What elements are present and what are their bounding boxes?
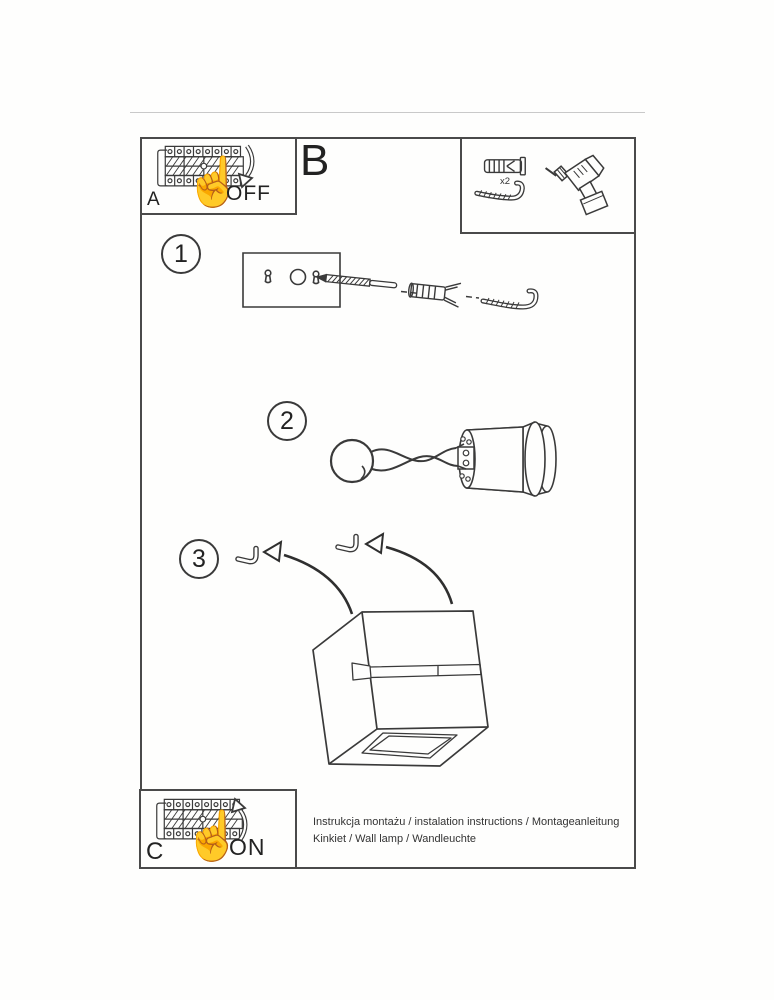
step-2-badge: 2: [267, 401, 307, 441]
circuit-breaker-icon: [154, 143, 248, 193]
breaker-backplate: [158, 150, 167, 186]
circuit-breaker-icon: [153, 796, 247, 846]
step-3-number: 3: [192, 544, 206, 573]
drill-bit-icon: [317, 274, 397, 289]
page-divider-rule: [130, 112, 645, 113]
cable-hole: [291, 270, 306, 285]
off-label: OFF: [226, 182, 271, 205]
hook-screw-icon: [477, 183, 523, 200]
curved-arrow-up-icon: [231, 798, 253, 842]
keyhole-slot: [265, 270, 271, 282]
wall-plug-icon: [485, 157, 526, 174]
bottom-opening-inner: [370, 736, 451, 754]
mounting-groove: [370, 665, 481, 678]
wall-plug-icon: [408, 278, 461, 307]
panel-power-on-box: ☝ ON C: [139, 789, 297, 869]
step-2-number: 2: [280, 406, 294, 435]
on-label: ON: [229, 834, 266, 860]
curved-arrow-down-icon: [238, 144, 260, 188]
instruction-frame: [140, 137, 636, 869]
step-1-number: 1: [174, 239, 188, 268]
panel-a-letter: A: [147, 189, 160, 210]
step-3-badge: 3: [179, 539, 219, 579]
curved-arrow-icon: [366, 534, 452, 604]
hook-screw-icon: [483, 291, 536, 309]
step-1-badge: 1: [161, 234, 201, 274]
footer-caption: Instrukcja montażu / instalation instruc…: [313, 814, 628, 848]
mounting-groove-tab: [352, 663, 371, 680]
wire-loop-icon: [331, 440, 373, 482]
quantity-label: x2: [500, 176, 511, 187]
curved-arrow-icon: [264, 542, 352, 614]
wall-hook-icon: [238, 549, 256, 562]
step-1-illustration: [240, 250, 560, 320]
wires: [371, 444, 466, 471]
panel-power-off-box: ☝ OFF A: [140, 137, 297, 215]
dashed-guide-line: [466, 297, 479, 299]
tools-kit-illustration: [462, 139, 634, 232]
section-b-letter: B: [300, 136, 330, 185]
pointing-hand-icon: ☝: [183, 810, 243, 863]
footer-line-1: Instrukcja montażu / instalation instruc…: [313, 816, 620, 828]
lamp-socket-icon: [458, 422, 556, 496]
step-2-illustration: [325, 425, 570, 505]
mounting-plate-icon: [243, 253, 340, 307]
tools-kit-box: x2: [460, 137, 636, 234]
step-3-illustration: [228, 528, 500, 770]
drill-icon: [546, 155, 608, 214]
footer-line-2: Kinkiet / Wall lamp / Wandleuchte: [313, 833, 477, 846]
wall-hook-icon: [338, 537, 356, 550]
pointing-hand-icon: ☝: [184, 156, 244, 209]
panel-c-letter: C: [146, 838, 164, 865]
cube-lamp-icon: [313, 611, 488, 766]
